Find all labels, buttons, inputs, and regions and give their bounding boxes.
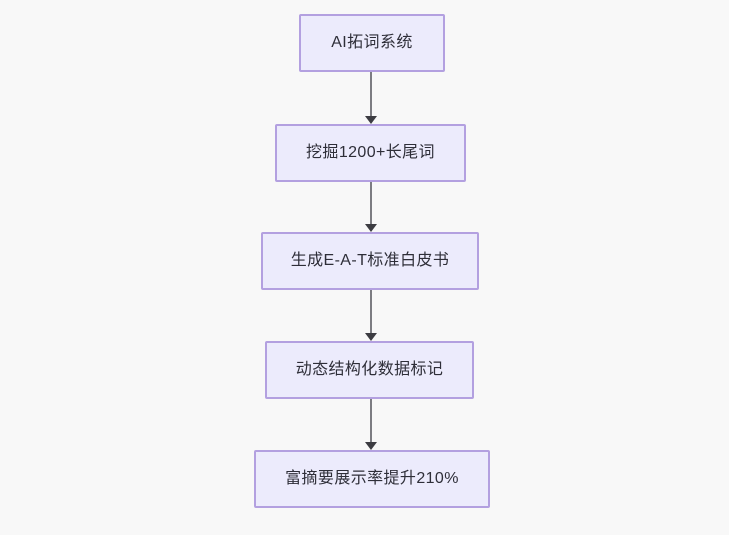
flow-arrow-head-icon (365, 442, 377, 450)
flow-arrow (362, 72, 380, 124)
flow-arrow-line (370, 182, 372, 224)
flow-node-3[interactable]: 生成E-A-T标准白皮书 (261, 232, 479, 290)
flow-arrow-head-icon (365, 333, 377, 341)
flow-node-1[interactable]: AI拓词系统 (299, 14, 445, 72)
flow-node-5[interactable]: 富摘要展示率提升210% (254, 450, 490, 508)
flow-arrow-line (370, 290, 372, 333)
flow-node-2[interactable]: 挖掘1200+长尾词 (275, 124, 466, 182)
flow-arrow-line (370, 399, 372, 442)
flow-arrow-head-icon (365, 224, 377, 232)
flow-node-label: 生成E-A-T标准白皮书 (290, 252, 450, 269)
flow-node-label: 富摘要展示率提升210% (285, 470, 459, 487)
flow-node-4[interactable]: 动态结构化数据标记 (265, 341, 474, 399)
flow-node-label: AI拓词系统 (331, 34, 413, 51)
flow-arrow (362, 290, 380, 341)
flow-arrow-line (370, 72, 372, 116)
flow-node-label: 动态结构化数据标记 (295, 361, 444, 378)
flow-node-label: 挖掘1200+长尾词 (306, 144, 435, 161)
flow-arrow (362, 182, 380, 232)
flow-arrow-head-icon (365, 116, 377, 124)
flow-arrow (362, 399, 380, 450)
